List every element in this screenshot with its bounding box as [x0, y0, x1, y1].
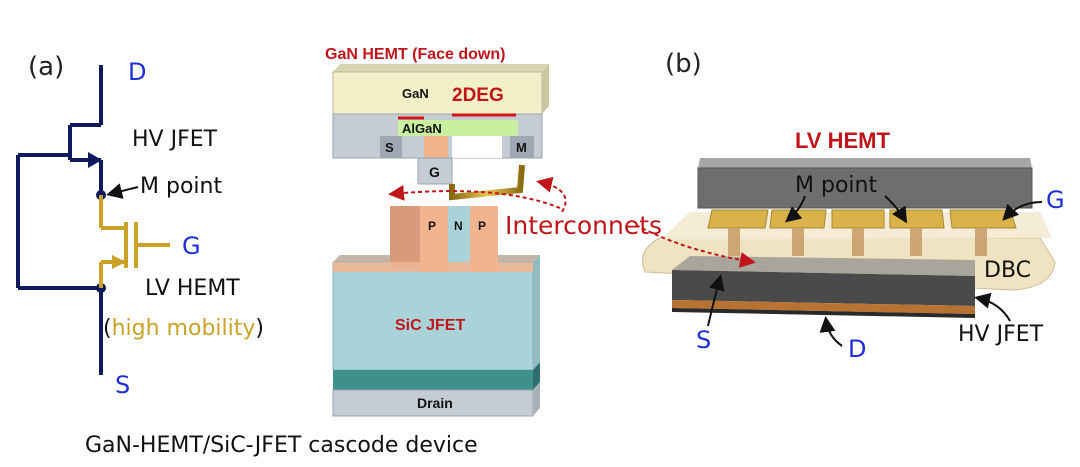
- g-b-arrow: [1002, 201, 1043, 221]
- s-contact: [380, 136, 402, 158]
- m-contact: [510, 136, 534, 158]
- p-left-text: P: [428, 219, 436, 233]
- module-interconnect-arrow: [635, 224, 756, 268]
- panel-b-module: (b) LV HEMT M point G: [635, 49, 1065, 363]
- s-contact-text: S: [385, 140, 394, 155]
- figure-caption: GaN-HEMT/SiC-JFET cascode device: [85, 433, 478, 458]
- n-plus-side: [533, 362, 540, 390]
- p-right-text: P: [478, 219, 486, 233]
- panel-b-tag: (b): [665, 49, 702, 79]
- m-point-arrow: [106, 183, 139, 199]
- paren-open: (: [103, 316, 112, 341]
- paren-close: ): [255, 316, 264, 341]
- source-label: S: [115, 371, 130, 399]
- hv-jfet-chip: [672, 270, 975, 306]
- gan-layer: [332, 71, 543, 115]
- interconnect-arrow-left: [388, 184, 561, 209]
- g-b-label: G: [1046, 186, 1065, 214]
- drain-metal: [332, 389, 534, 417]
- algan-text: AlGaN: [402, 121, 442, 136]
- gate-label: G: [182, 232, 201, 260]
- dbc-label: DBC: [984, 258, 1031, 283]
- gan-top-face: [333, 64, 549, 72]
- sic-side-face: [533, 255, 540, 370]
- gate-body: [424, 136, 448, 158]
- n-text: N: [454, 219, 463, 233]
- gan-text: GaN: [402, 86, 429, 101]
- interconnect-arrow-right: [536, 176, 567, 213]
- two-deg-text: 2DEG: [452, 85, 504, 106]
- lv-hemt-label: LV HEMT: [145, 276, 240, 301]
- sic-jfet-text: SiC JFET: [395, 317, 465, 334]
- panel-a-tag: (a): [28, 52, 64, 82]
- drain-label: D: [128, 58, 146, 86]
- sic-substrate: [332, 261, 534, 371]
- gold-pads: [707, 209, 1017, 229]
- lv-hemt-title: LV HEMT: [795, 128, 890, 153]
- backplate: [672, 308, 975, 318]
- d-b-arrow: [819, 316, 843, 347]
- panel-a-circuit: (a) D G HV JFET: [16, 52, 264, 399]
- n-channel: [448, 206, 470, 272]
- m-point-b-label: M point: [795, 173, 877, 198]
- gate-pad: [417, 157, 453, 185]
- high-mobility-text: high mobility: [112, 316, 256, 341]
- m-point-arrow-right: [884, 195, 908, 224]
- hv-jfet-label: HV JFET: [132, 127, 218, 152]
- m-point-arrow-left: [784, 195, 806, 223]
- s-b-arrow: [707, 274, 725, 327]
- s-b-label: S: [696, 326, 711, 354]
- n-plus-layer: [333, 370, 533, 390]
- gan-hemt-title: GaN HEMT (Face down): [325, 46, 505, 63]
- drain-text: Drain: [417, 395, 453, 411]
- gan-side-face: [542, 64, 549, 114]
- passivation-gap: [452, 136, 502, 158]
- g-pad-text: G: [429, 164, 440, 180]
- p-left-region: [420, 206, 448, 272]
- bump-pillars: [728, 228, 987, 256]
- hv-jfet-b-label: HV JFET: [958, 322, 1044, 347]
- hv-jfet-symbol: [16, 65, 103, 375]
- high-mobility-note: (high mobility): [103, 316, 264, 341]
- m-point-label: M point: [140, 174, 222, 199]
- lv-hemt-chip-top: [698, 158, 1032, 168]
- hv-jfet-b-arrow: [974, 292, 1011, 322]
- d-b-label: D: [848, 335, 866, 363]
- algan-layer-front: [398, 120, 518, 136]
- cross-section: GaN HEMT (Face down) GaN 2DEG AlGaN S M …: [85, 46, 662, 458]
- drain-side: [533, 382, 540, 416]
- p-right-region: [470, 206, 498, 272]
- m-contact-text: M: [516, 140, 527, 155]
- lv-hemt-chip: [697, 167, 1033, 209]
- lv-hemt-symbol: [99, 195, 170, 288]
- p-bottom-strip: [333, 262, 533, 272]
- d-copper-layer: [672, 300, 975, 314]
